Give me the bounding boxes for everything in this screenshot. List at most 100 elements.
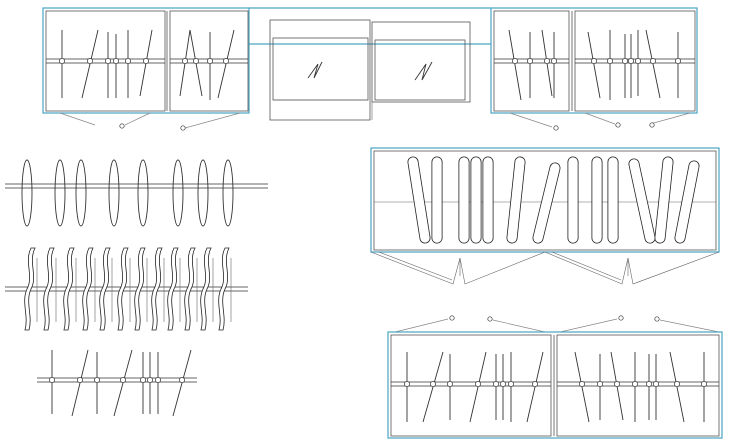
slat-knob: [49, 377, 55, 383]
cord-knob[interactable]: [615, 122, 621, 128]
frame-bottom-right[interactable]: [387, 331, 723, 439]
slat-knob: [544, 58, 550, 64]
door-top-center[interactable]: [269, 19, 471, 121]
cord-knob[interactable]: [487, 316, 493, 322]
slat-stick: [574, 351, 590, 423]
ellipse-slat: [54, 159, 66, 227]
cord-knob[interactable]: [449, 315, 455, 321]
slat-knob: [430, 381, 436, 387]
slat-stick: [469, 351, 487, 423]
slat-knob: [508, 381, 514, 387]
slat-knob: [125, 58, 131, 64]
fin-slat: [24, 247, 36, 331]
rounded-slats: [407, 156, 700, 244]
rounded-slat: [675, 161, 699, 243]
slat-knob: [653, 381, 659, 387]
slat-stick: [71, 349, 89, 417]
slat-stick: [669, 351, 685, 423]
fin-slat: [99, 247, 111, 331]
ellipse-slat: [75, 159, 87, 227]
fin-slat: [184, 247, 196, 331]
slat-knob: [155, 377, 161, 383]
slat-stick: [172, 349, 192, 417]
slat-group-top-left: [59, 29, 235, 100]
slat-knob: [120, 377, 126, 383]
cord-knob[interactable]: [654, 316, 660, 322]
slat-knob: [701, 381, 707, 387]
slat-knob: [147, 377, 153, 383]
slat-knob: [500, 381, 506, 387]
slat-knob: [632, 381, 638, 387]
rounded-slat: [408, 157, 430, 243]
slat-knob: [646, 381, 652, 387]
slat-knob: [94, 377, 100, 383]
rod-ellipses[interactable]: [5, 159, 268, 227]
ellipse-slat: [172, 159, 184, 227]
cord-knob[interactable]: [180, 125, 186, 131]
slat-stick: [526, 351, 544, 423]
slat-knob: [512, 58, 518, 64]
ellipse-slats: [21, 159, 234, 227]
slat-knob: [105, 58, 111, 64]
slat-stick: [645, 29, 661, 99]
slat-knob: [404, 381, 410, 387]
fin-slat: [63, 247, 75, 331]
rounded-slat: [655, 157, 673, 243]
slat-stick: [81, 29, 99, 99]
rod-sticks[interactable]: [37, 349, 197, 417]
stick-slats: [49, 349, 192, 417]
slat-knob: [607, 58, 613, 64]
ellipse-slat: [197, 159, 209, 227]
rod-fins[interactable]: [5, 247, 248, 331]
slat-knob: [182, 58, 188, 64]
slat-knob: [140, 377, 146, 383]
slat-knob: [207, 58, 213, 64]
slat-knob: [674, 381, 680, 387]
fin-slat: [82, 247, 94, 331]
slat-knob: [597, 381, 603, 387]
fin-slat: [43, 247, 55, 331]
slat-knob: [493, 381, 499, 387]
slat-knob: [87, 58, 93, 64]
slat-knob: [77, 377, 83, 383]
slat-stick: [217, 29, 235, 99]
zigzag-mark: [414, 61, 433, 81]
slat-knob: [532, 381, 538, 387]
ellipse-slat: [222, 159, 234, 227]
slat-knob: [59, 58, 65, 64]
slat-knob: [551, 58, 557, 64]
slat-knob: [675, 58, 681, 64]
cord-knob[interactable]: [119, 123, 125, 129]
slat-knob: [143, 58, 149, 64]
rounded-slat: [533, 163, 560, 243]
slat-group-bottom-right: [404, 351, 707, 423]
slat-knob: [193, 58, 199, 64]
slat-stick: [587, 31, 601, 99]
slat-knob: [591, 58, 597, 64]
cord-knob[interactable]: [618, 315, 624, 321]
frame-top-right[interactable]: [490, 7, 698, 131]
frame-top-left[interactable]: [42, 7, 250, 131]
slat-stick: [113, 349, 133, 417]
fin-slat: [151, 247, 163, 331]
slat-stick: [422, 351, 444, 423]
slat-knob: [447, 381, 453, 387]
fin-slat: [218, 247, 230, 331]
frame-middle-right[interactable]: [370, 147, 720, 285]
slat-knob: [475, 381, 481, 387]
fin-slat: [134, 247, 146, 331]
slat-knob: [579, 381, 585, 387]
zigzag-mark: [307, 61, 323, 79]
slat-knob: [628, 58, 634, 64]
slat-knob: [622, 58, 628, 64]
cord-knob[interactable]: [649, 122, 655, 128]
ellipse-slat: [21, 159, 33, 227]
cord-knob[interactable]: [553, 125, 559, 131]
knob-row: [394, 315, 720, 333]
slat-knob: [614, 381, 620, 387]
fin-slat: [200, 247, 212, 331]
slat-knob: [179, 377, 185, 383]
slat-stick: [508, 29, 522, 101]
rounded-slat: [507, 157, 525, 243]
